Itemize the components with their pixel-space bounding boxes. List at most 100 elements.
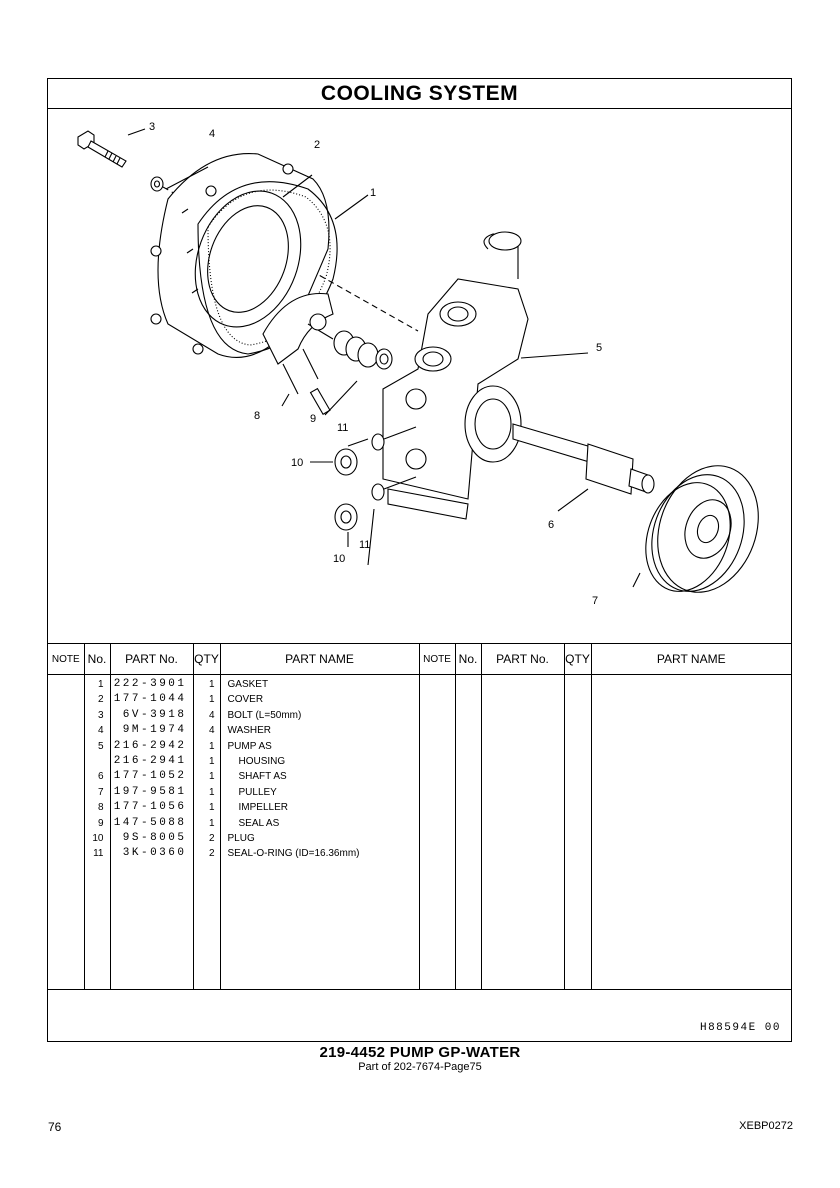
row-5-no: 5	[97, 740, 104, 752]
row-11-no: 10	[92, 832, 104, 844]
callout-10a: 10	[291, 457, 303, 469]
impeller-drawing	[262, 292, 334, 416]
pulley-drawing	[645, 465, 759, 593]
row-2-no: 2	[97, 694, 104, 706]
row-4-name: WASHER	[227, 725, 272, 737]
row-1-no: 1	[97, 679, 104, 690]
row-11-part-no: 9S-8005	[122, 831, 187, 844]
row-1-name: GASKET	[227, 679, 269, 690]
row-7-name: SHAFT AS	[238, 771, 287, 783]
row-3-name: BOLT (L=50mm)	[227, 709, 302, 721]
table-header-row: NOTE No. PART No. QTY PART NAME NOTE No.…	[48, 643, 791, 675]
row-3-part-no: 6V-3918	[122, 708, 187, 721]
exploded-view-drawing: 1 2 3 4 5 6 7 8 9 10 10 11 11	[48, 109, 791, 643]
row-9-name: IMPELLER	[238, 802, 288, 814]
callout-1: 1	[370, 187, 376, 199]
row-5-name: PUMP AS	[227, 740, 272, 752]
row-1-qty: 1	[208, 679, 215, 690]
illustration-reference-row: H88594E 00	[48, 989, 791, 1041]
assembly-subtitle: Part of 202-7674-Page75	[358, 1061, 482, 1073]
parts-page-frame: COOLING SYSTEM	[47, 78, 792, 1042]
o-ring-drawing	[371, 426, 417, 501]
washer-drawing	[150, 176, 164, 192]
row-10-qty: 1	[208, 817, 215, 829]
callout-11b: 11	[359, 539, 370, 551]
assembly-title: 219-4452 PUMP GP-WATER	[319, 1044, 521, 1061]
callout-5: 5	[596, 342, 602, 354]
page-number: 76	[48, 1120, 62, 1134]
part-no-column: 222-3901 177-1044 6V-3918 9M-1974 216-29…	[109, 674, 193, 989]
part-no-column-right	[480, 674, 564, 989]
row-2-name: COVER	[227, 694, 264, 706]
row-12-qty: 2	[208, 848, 215, 860]
header-qty: QTY	[192, 643, 220, 675]
row-6-no	[85, 754, 110, 769]
row-12-name: SEAL-O-RING (ID=16.36mm)	[227, 848, 360, 860]
row-7-no: 6	[97, 771, 104, 783]
row-8-qty: 1	[208, 786, 215, 798]
callout-9: 9	[310, 413, 316, 425]
row-4-part-no: 9M-1974	[122, 724, 187, 737]
qty-column-right	[563, 674, 591, 989]
header-note: NOTE	[48, 643, 84, 675]
row-6-name: HOUSING	[238, 755, 286, 767]
row-8-no: 7	[97, 786, 104, 798]
row-4-qty: 4	[208, 725, 215, 737]
row-4-no: 4	[97, 725, 104, 737]
callout-6: 6	[548, 519, 554, 531]
no-column-right	[454, 674, 481, 989]
row-5-part-no: 216-2942	[113, 739, 187, 752]
callout-2: 2	[314, 139, 320, 151]
seal-drawing	[333, 330, 393, 370]
callout-8: 8	[254, 410, 260, 422]
table-body-row: 1 2 3 4 5 6 7 8 9 10 11 222-3901 177-104	[48, 674, 791, 990]
parts-list-table: NOTE No. PART No. QTY PART NAME NOTE No.…	[48, 643, 791, 989]
callout-11a: 11	[337, 422, 348, 434]
header-no-right: No.	[454, 643, 481, 675]
note-column	[48, 675, 84, 990]
header-note-right: NOTE	[418, 643, 455, 675]
row-2-qty: 1	[208, 694, 215, 706]
illustration-code: H88594E 00	[699, 1022, 781, 1034]
row-9-part-no: 177-1056	[113, 801, 187, 814]
row-3-no: 3	[97, 709, 104, 721]
qty-column: 1 1 4 4 1 1 1 1 1 1 2 2	[192, 674, 220, 989]
row-5-qty: 1	[208, 740, 215, 752]
row-11-name: PLUG	[227, 832, 255, 844]
header-part-name: PART NAME	[219, 643, 419, 675]
row-8-part-no: 197-9581	[113, 785, 187, 798]
row-3-qty: 4	[208, 709, 215, 721]
bolt-drawing	[77, 130, 127, 168]
section-title: COOLING SYSTEM	[48, 79, 791, 109]
callout-10b: 10	[333, 553, 345, 565]
callout-labels: 1 2 3 4 5 6 7 8 9 10 10 11 11	[149, 121, 602, 607]
row-10-name: SEAL AS	[238, 817, 280, 829]
callout-4: 4	[209, 128, 215, 140]
row-9-no: 8	[97, 802, 104, 814]
pump-housing-drawing	[382, 231, 529, 520]
row-1-part-no: 222-3901	[113, 678, 187, 690]
callout-3: 3	[149, 121, 155, 133]
note-column-right	[418, 674, 455, 989]
row-6-part-no: 216-2941	[113, 754, 187, 767]
row-10-no: 9	[97, 817, 104, 829]
row-8-name: PULLEY	[238, 786, 277, 798]
row-7-part-no: 177-1052	[113, 770, 187, 783]
row-11-qty: 2	[208, 832, 215, 844]
row-2-part-no: 177-1044	[113, 693, 187, 706]
header-part-no-right: PART No.	[480, 643, 564, 675]
water-pump-exploded-diagram: 1 2 3 4 5 6 7 8 9 10 10 11 11	[77, 121, 759, 607]
shaft-drawing	[512, 423, 655, 495]
row-7-qty: 1	[208, 771, 215, 783]
row-6-qty: 1	[208, 755, 215, 767]
plug-drawing	[334, 448, 358, 531]
callout-7: 7	[592, 595, 598, 607]
document-code: XEBP0272	[739, 1120, 793, 1132]
header-qty-right: QTY	[563, 643, 591, 675]
no-column: 1 2 3 4 5 6 7 8 9 10 11	[83, 674, 110, 989]
row-9-qty: 1	[208, 802, 215, 814]
header-part-name-right: PART NAME	[590, 643, 791, 675]
header-part-no: PART No.	[109, 643, 193, 675]
header-no: No.	[83, 643, 110, 675]
row-10-part-no: 147-5088	[113, 816, 187, 829]
